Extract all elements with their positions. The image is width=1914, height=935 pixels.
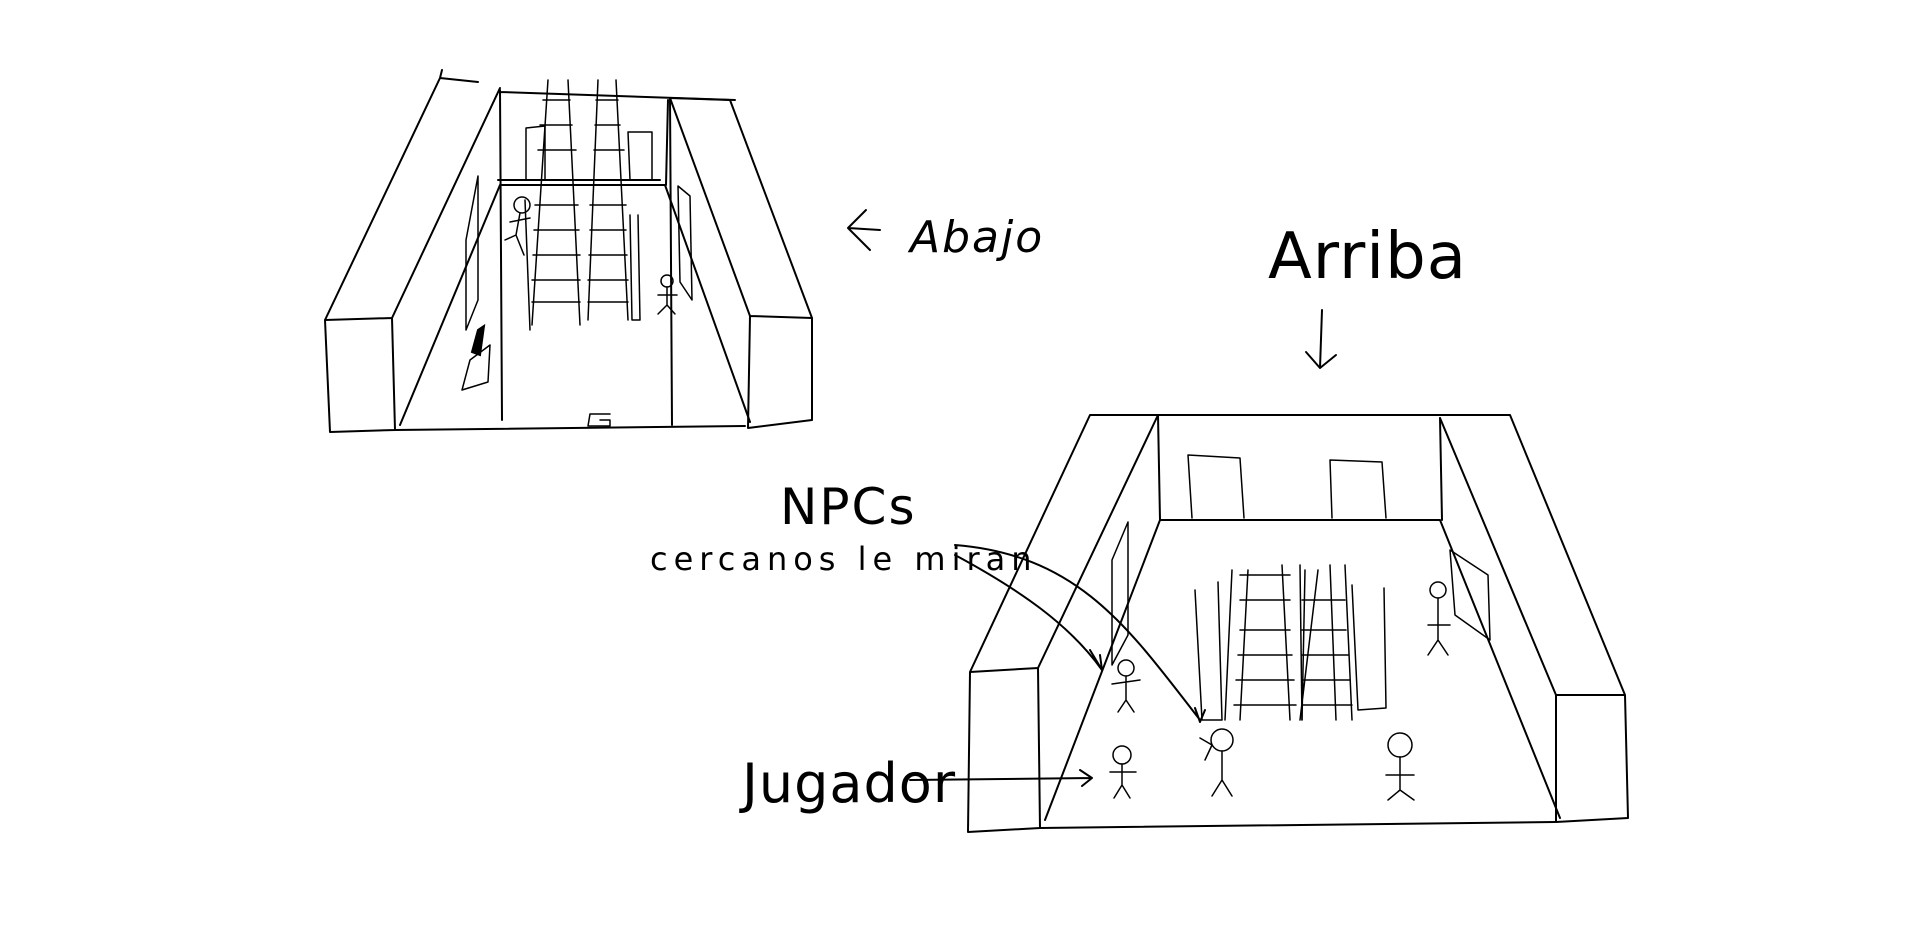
label-jugador: Jugador <box>742 752 956 815</box>
floor-mark <box>588 414 610 426</box>
label-abajo: Abajo <box>910 212 1044 263</box>
escalator-right <box>588 80 628 320</box>
escalator-left <box>532 80 580 325</box>
npc-figure-arriba-1 <box>1112 660 1140 712</box>
arrow-down-icon <box>1306 310 1336 368</box>
arriba-escalator-walls <box>1195 582 1386 720</box>
player-figure <box>1110 746 1136 798</box>
label-arriba: Arriba <box>1268 220 1467 294</box>
arriba-outer <box>968 415 1628 832</box>
scene-arriba <box>968 415 1628 832</box>
npc-figure-arriba-3 <box>1428 582 1450 655</box>
npc-figure-abajo-2 <box>658 275 677 314</box>
scene-abajo <box>325 70 812 432</box>
label-npcs: NPCs <box>780 478 917 536</box>
floor <box>395 185 750 430</box>
arrow-left-icon <box>848 210 880 250</box>
arriba-escalator-left <box>1225 565 1302 720</box>
arriba-escalator-right <box>1300 565 1352 720</box>
arriba-back-wall <box>1158 415 1442 520</box>
npc-figure-arriba-4 <box>1386 733 1414 800</box>
arriba-back-doors <box>1188 455 1386 518</box>
npc-figure-arriba-2 <box>1200 729 1233 796</box>
left-wall <box>325 70 500 432</box>
label-cercanos-le-miran: cercanos le miran <box>650 540 1038 578</box>
